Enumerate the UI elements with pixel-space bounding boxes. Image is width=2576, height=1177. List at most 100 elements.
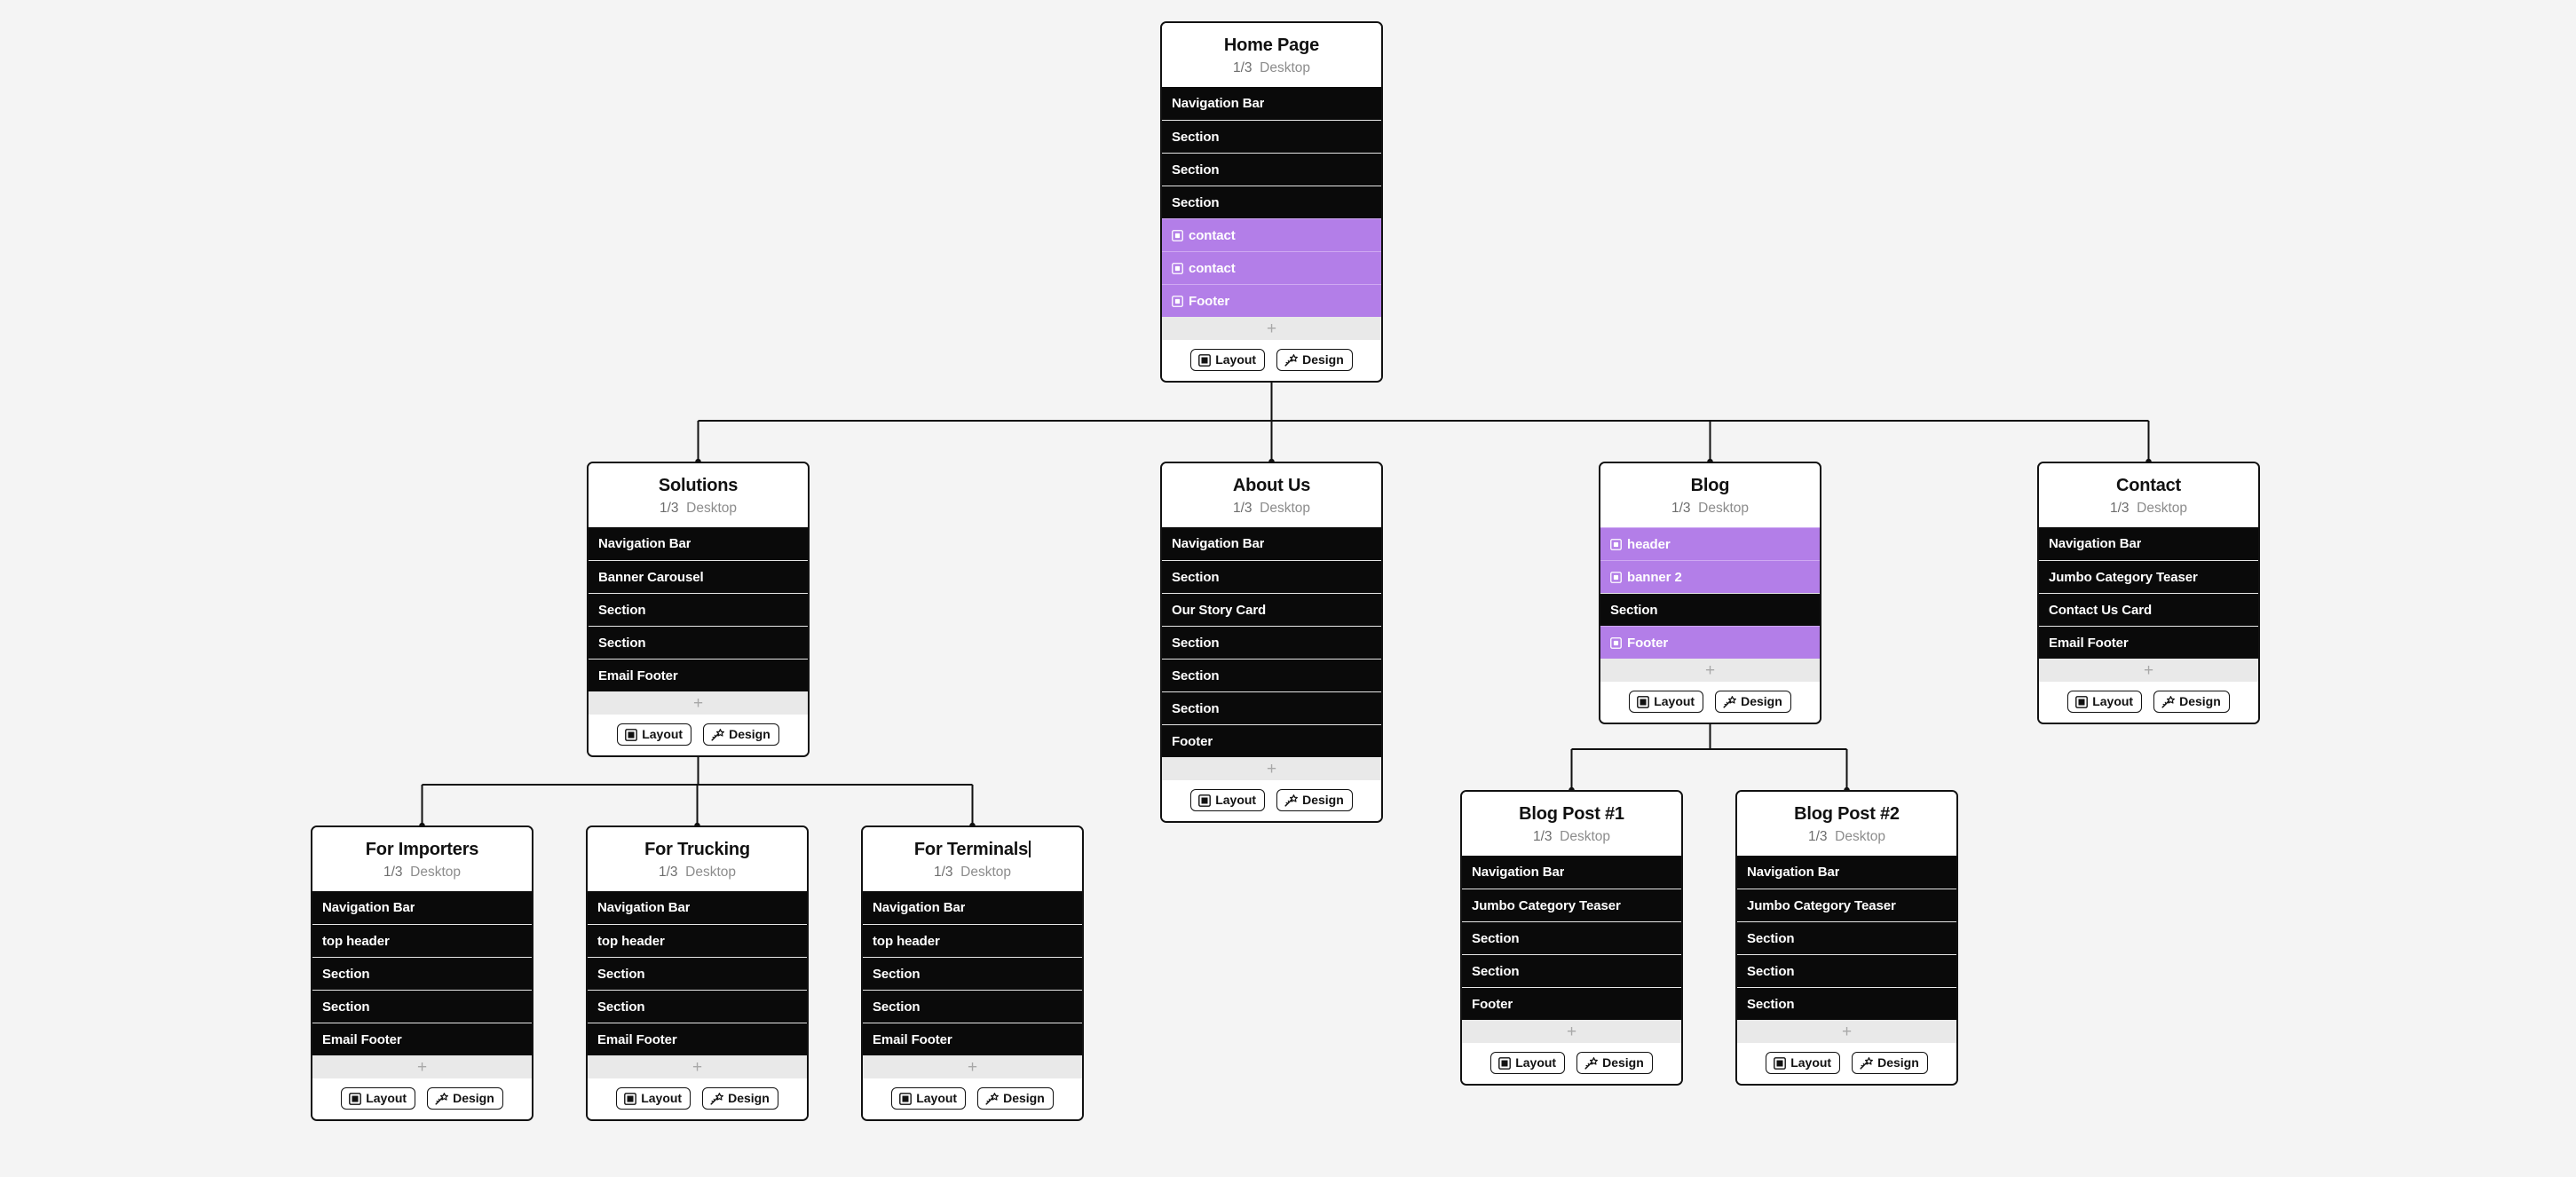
design-button[interactable]: Design [1715, 691, 1791, 714]
section-row[interactable]: top header [312, 924, 532, 957]
page-title[interactable]: Blog Post #2 [1794, 804, 1900, 824]
section-row[interactable]: Navigation Bar [1462, 856, 1681, 889]
section-row[interactable]: Footer [1600, 626, 1820, 659]
page-title[interactable]: About Us [1232, 476, 1311, 495]
section-row[interactable]: Section [1162, 560, 1381, 593]
section-row[interactable]: Email Footer [589, 659, 808, 691]
section-row[interactable]: Section [1162, 186, 1381, 218]
section-row[interactable]: Section [1600, 593, 1820, 626]
page-title[interactable]: Blog Post #1 [1519, 804, 1624, 824]
section-row[interactable]: Section [1462, 921, 1681, 954]
section-row[interactable]: top header [863, 924, 1082, 957]
section-row[interactable]: Section [312, 957, 532, 990]
page-title[interactable]: Home Page [1223, 36, 1320, 55]
section-row[interactable]: Section [589, 593, 808, 626]
section-row[interactable]: Section [1462, 954, 1681, 987]
add-section-row[interactable]: + [1462, 1020, 1681, 1043]
layout-button[interactable]: Layout [616, 1087, 691, 1110]
section-row[interactable]: Section [1162, 153, 1381, 186]
design-button[interactable]: Design [703, 723, 779, 746]
section-row[interactable]: Navigation Bar [312, 891, 532, 924]
section-row[interactable]: Navigation Bar [1162, 527, 1381, 560]
add-section-row[interactable]: + [588, 1055, 807, 1078]
design-button[interactable]: Design [1852, 1052, 1928, 1075]
layout-button[interactable]: Layout [1490, 1052, 1566, 1075]
section-row[interactable]: Navigation Bar [1737, 856, 1956, 889]
section-row[interactable]: Jumbo Category Teaser [1737, 889, 1956, 921]
section-row[interactable]: Section [588, 990, 807, 1023]
section-row[interactable]: Section [588, 957, 807, 990]
layout-button[interactable]: Layout [617, 723, 692, 746]
section-row[interactable]: Email Footer [588, 1023, 807, 1055]
section-row[interactable]: header [1600, 527, 1820, 560]
layout-button[interactable]: Layout [2067, 691, 2143, 714]
section-row[interactable]: Jumbo Category Teaser [2039, 560, 2258, 593]
section-row[interactable]: Our Story Card [1162, 593, 1381, 626]
section-row[interactable]: banner 2 [1600, 560, 1820, 593]
section-row[interactable]: Section [1162, 659, 1381, 691]
layout-button[interactable]: Layout [1629, 691, 1704, 714]
section-row[interactable]: Section [589, 626, 808, 659]
section-row[interactable]: Navigation Bar [2039, 527, 2258, 560]
section-row[interactable]: Email Footer [863, 1023, 1082, 1055]
section-row[interactable]: Navigation Bar [863, 891, 1082, 924]
section-row[interactable]: Footer [1162, 284, 1381, 317]
add-section-row[interactable]: + [2039, 659, 2258, 682]
layout-button[interactable]: Layout [1190, 789, 1266, 812]
page-title[interactable]: Solutions [658, 476, 739, 495]
add-section-row[interactable]: + [589, 691, 808, 715]
section-row[interactable]: Banner Carousel [589, 560, 808, 593]
section-row[interactable]: Footer [1162, 724, 1381, 757]
design-button[interactable]: Design [702, 1087, 778, 1110]
page-title[interactable]: For Trucking [644, 840, 750, 859]
section-row[interactable]: top header [588, 924, 807, 957]
section-row[interactable]: Section [1162, 691, 1381, 724]
section-row[interactable]: Section [1737, 954, 1956, 987]
section-row[interactable]: Section [863, 957, 1082, 990]
section-row[interactable]: contact [1162, 251, 1381, 284]
add-section-row[interactable]: + [312, 1055, 532, 1078]
design-button[interactable]: Design [1276, 789, 1353, 812]
section-row[interactable]: Navigation Bar [1162, 87, 1381, 120]
design-button[interactable]: Design [1576, 1052, 1653, 1075]
section-row[interactable]: Navigation Bar [589, 527, 808, 560]
layout-button[interactable]: Layout [1190, 349, 1266, 372]
section-row[interactable]: Section [863, 990, 1082, 1023]
section-row[interactable]: Contact Us Card [2039, 593, 2258, 626]
section-row[interactable]: Section [312, 990, 532, 1023]
page-title[interactable]: Contact [2115, 476, 2182, 495]
design-button[interactable]: Design [2153, 691, 2230, 714]
add-section-row[interactable]: + [1600, 659, 1820, 682]
section-row[interactable]: Section [1162, 120, 1381, 153]
section-row[interactable]: Navigation Bar [588, 891, 807, 924]
section-row[interactable]: Section [1737, 921, 1956, 954]
section-row[interactable]: Email Footer [312, 1023, 532, 1055]
section-row[interactable]: Section [1162, 626, 1381, 659]
page-title[interactable]: For Importers [365, 840, 479, 859]
section-row[interactable]: Section [1737, 987, 1956, 1020]
layout-button[interactable]: Layout [1766, 1052, 1841, 1075]
design-button[interactable]: Design [1276, 349, 1353, 372]
page-title[interactable]: Blog [1690, 476, 1730, 495]
add-section-row[interactable]: + [1737, 1020, 1956, 1043]
section-row[interactable]: Jumbo Category Teaser [1462, 889, 1681, 921]
design-button[interactable]: Design [977, 1087, 1054, 1110]
add-section-row[interactable]: + [863, 1055, 1082, 1078]
section-row[interactable]: Email Footer [2039, 626, 2258, 659]
layout-button[interactable]: Layout [341, 1087, 416, 1110]
page-title[interactable]: For Terminals [872, 840, 1073, 860]
layout-button[interactable]: Layout [891, 1087, 967, 1110]
add-section-row[interactable]: + [1162, 317, 1381, 340]
design-button[interactable]: Design [427, 1087, 503, 1110]
section-row[interactable]: Footer [1462, 987, 1681, 1020]
